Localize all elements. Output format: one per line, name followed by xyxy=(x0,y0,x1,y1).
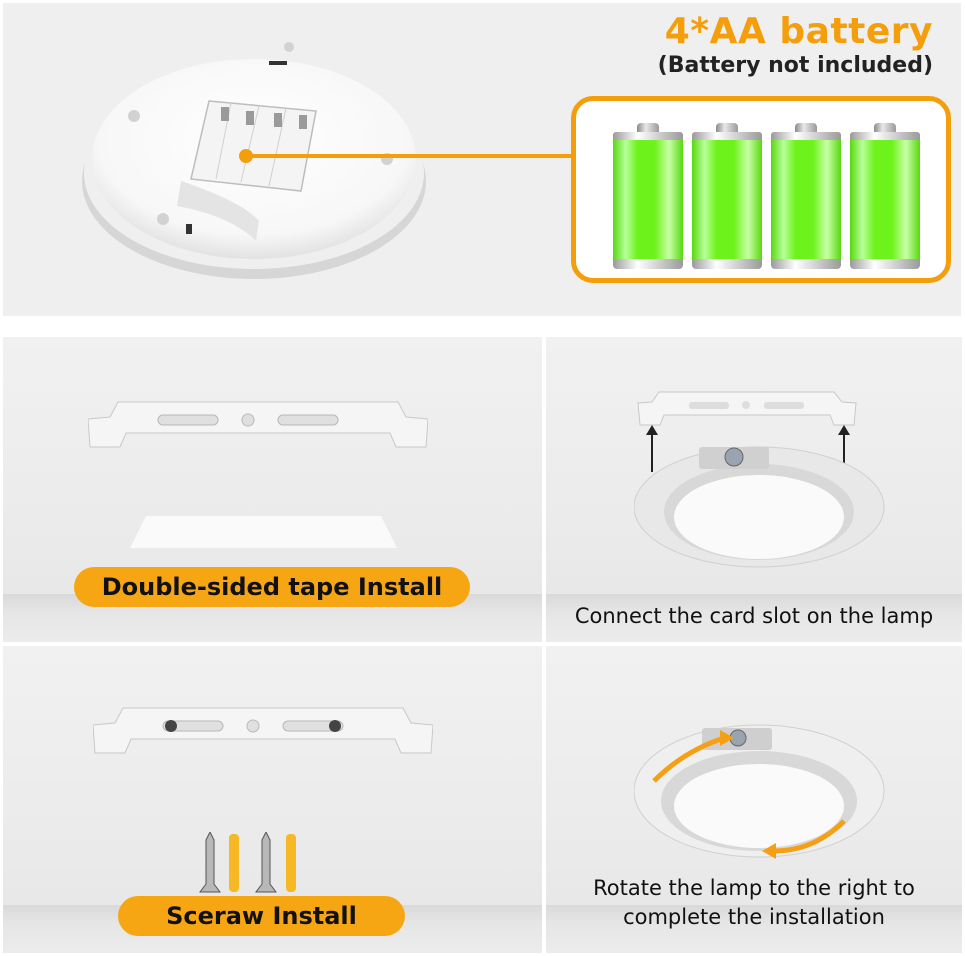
rotate-caption-line2: complete the installation xyxy=(623,905,885,929)
step-rotate-lamp: Rotate the lamp to the right to complete… xyxy=(546,646,962,953)
lamp-base-battery-compartment-image xyxy=(82,42,426,279)
battery-icon xyxy=(613,123,683,273)
screws-and-anchors-icon xyxy=(199,832,296,893)
battery-title: 4*AA battery xyxy=(664,11,933,52)
connect-caption: Connect the card slot on the lamp xyxy=(574,604,934,628)
lamp-rotate-image xyxy=(634,724,885,859)
battery-illustration-box xyxy=(571,96,951,283)
battery-icon xyxy=(692,123,762,273)
callout-dot xyxy=(239,149,253,163)
battery-icon xyxy=(771,123,841,273)
tape-strip-image xyxy=(130,516,397,548)
battery-subtitle: (Battery not included) xyxy=(657,53,933,78)
battery-icon xyxy=(850,123,920,273)
step-connect-card-slot: Connect the card slot on the lamp xyxy=(546,337,962,642)
tape-install-label: Double-sided tape Install xyxy=(74,567,470,607)
rotate-caption-line1: Rotate the lamp to the right to xyxy=(593,876,915,900)
mounting-bracket-image xyxy=(88,401,428,448)
rotate-caption: Rotate the lamp to the right to complete… xyxy=(546,874,962,932)
battery-info-panel: 4*AA battery (Battery not included) xyxy=(3,3,961,316)
lamp-with-bracket-image xyxy=(634,391,885,568)
mounting-bracket-with-screws-image xyxy=(93,707,433,754)
screw-install-label: Sceraw Install xyxy=(118,896,405,936)
callout-line xyxy=(248,154,573,158)
